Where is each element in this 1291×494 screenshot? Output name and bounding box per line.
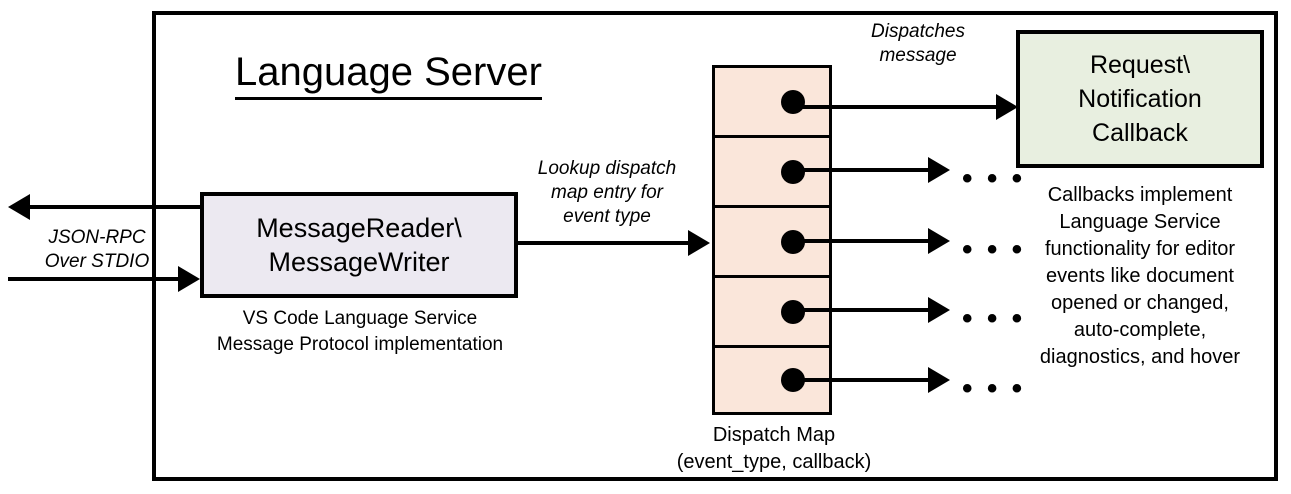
- callback-dot-icon: [781, 89, 805, 114]
- page-title: Language Server: [235, 48, 542, 100]
- dispatch-row2-line: [786, 168, 932, 172]
- dispatch-map-row[interactable]: [712, 65, 832, 135]
- dispatch-map-caption: Dispatch Map (event_type, callback): [676, 424, 872, 473]
- dispatch-row3-line: [786, 239, 932, 243]
- lookup-dispatch-line: [518, 241, 690, 245]
- arrow-left-icon: [8, 194, 30, 220]
- message-reader-writer-node[interactable]: MessageReader\ MessageWriter: [200, 192, 518, 298]
- arrow-right-icon: [996, 94, 1018, 120]
- dispatches-message-label: Dispatches message: [871, 21, 965, 66]
- message-reader-writer-label: MessageReader\ MessageWriter: [256, 213, 462, 277]
- language-server-boundary: [152, 11, 1278, 481]
- arrow-right-icon: [688, 230, 710, 256]
- dispatch-message-line: [786, 105, 1000, 109]
- arrow-right-icon: [928, 157, 950, 183]
- dispatch-map-table[interactable]: [712, 65, 832, 415]
- jsonrpc-outbound-line: [30, 205, 202, 209]
- jsonrpc-stdio-label: JSON-RPC Over STDIO: [44, 227, 150, 272]
- arrow-right-icon: [928, 297, 950, 323]
- arrow-right-icon: [178, 266, 200, 292]
- dispatch-map-row[interactable]: [712, 345, 832, 415]
- arrow-right-icon: [928, 367, 950, 393]
- callback-description: Callbacks implement Language Service fun…: [1039, 184, 1241, 368]
- dispatch-row4-line: [786, 308, 932, 312]
- request-notification-callback-label: Request\ Notification Callback: [1078, 51, 1202, 147]
- row5-ellipsis: • • •: [962, 372, 1026, 405]
- lookup-dispatch-label: Lookup dispatch map entry for event type: [537, 158, 677, 227]
- arrow-right-icon: [928, 228, 950, 254]
- jsonrpc-inbound-line: [8, 277, 180, 281]
- message-reader-writer-caption: VS Code Language Service Message Protoco…: [216, 308, 504, 355]
- request-notification-callback-node[interactable]: Request\ Notification Callback: [1016, 30, 1264, 168]
- dispatch-row5-line: [786, 378, 932, 382]
